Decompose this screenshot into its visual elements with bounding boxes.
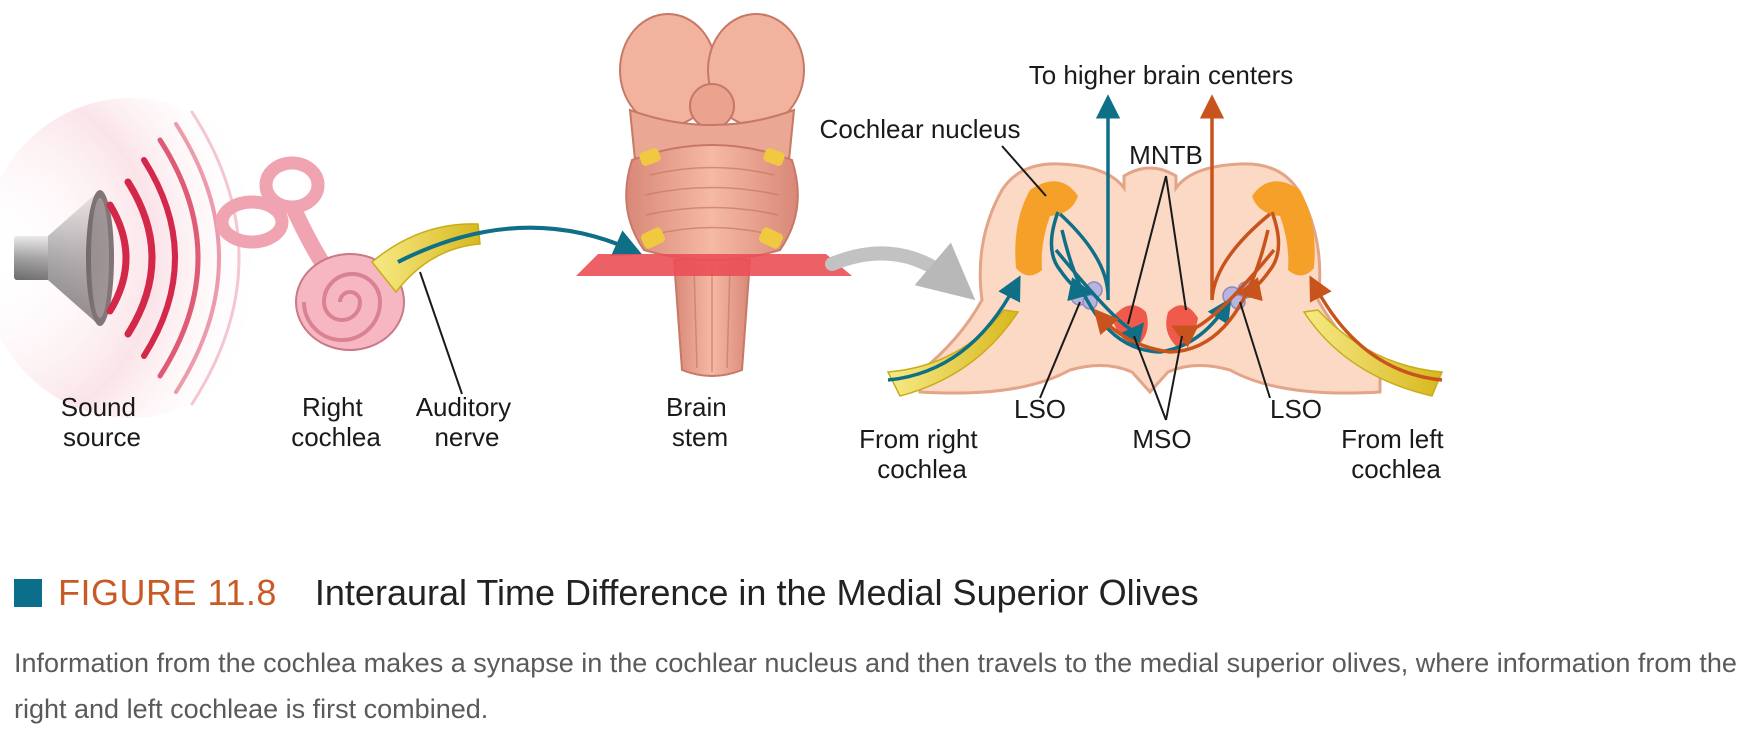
sound-waves-icon [0, 98, 280, 418]
label-from-right-cochlea: From right cochlea [859, 424, 985, 484]
label-brain-stem: Brain stem [666, 392, 734, 452]
section-arrow [825, 242, 976, 301]
cochlear-nucleus-left [1015, 181, 1078, 276]
label-from-left-cochlea: From left cochlea [1341, 424, 1451, 484]
figure-title: Interaural Time Difference in the Medial… [314, 572, 1199, 613]
auditory-nerve-arrow [397, 225, 643, 264]
cochlea-icon [215, 156, 405, 351]
auditory-nerve-shape [370, 223, 481, 294]
auditory-pathway-diagram: Sound source Right cochlea Auditory nerv… [0, 13, 1451, 484]
label-cochlear-nucleus: Cochlear nucleus [820, 114, 1021, 144]
brainstem-cross-section [886, 162, 1444, 397]
label-mntb: MNTB [1129, 140, 1203, 170]
label-mso: MSO [1132, 424, 1191, 454]
auditory-nerve-leader [419, 271, 463, 395]
label-lso-right: LSO [1270, 394, 1322, 424]
label-lso-left: LSO [1014, 394, 1066, 424]
brain-stem-illustration [619, 13, 805, 377]
label-leader-lines [1001, 145, 1271, 421]
figure-number: FIGURE 11.8 [58, 572, 277, 613]
label-auditory-nerve: Auditory nerve [416, 392, 519, 452]
figure-caption-text: Information from the cochlea makes a syn… [14, 648, 1737, 724]
caption-square-icon [14, 579, 42, 607]
label-sound-source: Sound source [61, 392, 143, 452]
label-to-higher-brain-centers: To higher brain centers [1029, 60, 1293, 90]
cochlear-nucleus-right [1252, 181, 1315, 276]
figure-caption-header: FIGURE 11.8 Interaural Time Difference i… [14, 568, 1199, 618]
brain-stem-slice-plane [576, 254, 852, 276]
label-right-cochlea: Right cochlea [291, 392, 381, 452]
